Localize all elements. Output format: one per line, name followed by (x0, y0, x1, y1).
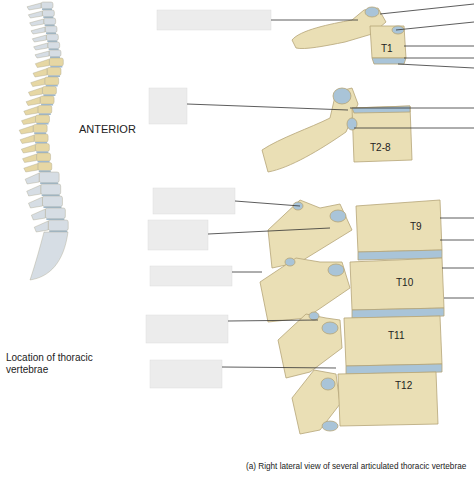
spine-process (24, 107, 38, 116)
spine-disc (43, 95, 55, 97)
spine-process (28, 11, 42, 18)
spine-vertebra (34, 134, 48, 142)
spine-process (19, 126, 33, 135)
spine-process (28, 197, 42, 208)
spine-vertebra (49, 50, 61, 57)
spine-disc (48, 76, 60, 78)
spine-vertebra (49, 58, 63, 66)
spine-vertebra (48, 42, 60, 49)
spine-vertebra (41, 184, 61, 195)
spine-vertebra (41, 2, 53, 9)
spine-disc (45, 25, 55, 27)
vertebra-t1 (292, 7, 406, 64)
spine-vertebra (42, 10, 54, 17)
orientation-label: ANTERIOR (79, 123, 136, 136)
spine-disc (46, 85, 58, 87)
spine-process (30, 19, 44, 26)
vertebra-label: T2-8 (370, 142, 391, 154)
spine-vertebra (38, 163, 52, 171)
spine-process (35, 51, 49, 58)
spine-disc (49, 49, 59, 51)
spine-process (27, 185, 41, 196)
vertebra-label: T12 (395, 380, 412, 392)
spine-vertebra (38, 106, 52, 114)
spine-disc (50, 66, 62, 68)
spine-vertebra (46, 34, 58, 41)
spine-process (21, 145, 35, 154)
spine-vertebra (44, 18, 56, 25)
leader-lines (187, 4, 474, 368)
spine-vertebra (35, 144, 49, 152)
spine-disc (41, 104, 53, 106)
spine-disc (46, 219, 64, 221)
spine-process (31, 78, 45, 87)
vertebra-label: T10 (396, 277, 413, 289)
spine-vertebra (37, 153, 51, 161)
spine-vertebra (47, 68, 61, 76)
spine-vertebra (35, 115, 49, 123)
spine-disc (42, 9, 52, 11)
spine-disc (47, 41, 57, 43)
spine-process (35, 59, 49, 68)
spine-process (31, 27, 45, 34)
spine-disc (46, 33, 56, 35)
vertebra-t2-8 (262, 88, 412, 172)
spine-process (24, 164, 38, 173)
spine-disc (36, 152, 48, 154)
spine-disc (39, 171, 51, 173)
spine-process (20, 135, 34, 144)
spine-disc (43, 207, 61, 209)
spine-disc (34, 133, 46, 135)
spine-vertebra (45, 26, 57, 33)
spine-process (26, 97, 40, 106)
spine-disc (36, 123, 48, 125)
spine-column (19, 2, 68, 280)
spine-vertebra (48, 220, 68, 231)
spine-vertebra (39, 172, 59, 183)
spine-process (25, 173, 39, 184)
spine-process (33, 69, 47, 78)
location-label: Location of thoracic vertebrae (6, 352, 101, 375)
spine-vertebra (45, 208, 65, 219)
spine-process (31, 209, 45, 220)
spine-process (34, 43, 48, 50)
figure-caption: (a) Right lateral view of several articu… (246, 462, 466, 471)
spine-disc (43, 17, 53, 19)
spine-disc (35, 142, 47, 144)
spine-vertebra (42, 87, 56, 95)
spine-vertebra (45, 77, 59, 85)
spine-disc (38, 161, 50, 163)
sacrum (30, 232, 68, 280)
spine-disc (39, 114, 51, 116)
spine-disc (49, 231, 67, 233)
spine-disc (40, 183, 58, 185)
spine-process (23, 154, 37, 163)
spine-disc (42, 195, 60, 197)
spine-vertebra (42, 196, 62, 207)
spine-process (28, 88, 42, 97)
blank-label-boxes (146, 10, 271, 388)
vertebrae-t9-t12 (260, 200, 444, 434)
spine-process (27, 3, 41, 10)
vertebra-label: T9 (410, 221, 422, 233)
spine-disc (50, 57, 60, 59)
spine-process (34, 221, 48, 232)
spine-process (32, 35, 46, 42)
vertebra-label: T11 (388, 330, 405, 342)
vertebra-label: T1 (381, 43, 393, 55)
spine-vertebra (33, 125, 47, 133)
spine-process (21, 116, 35, 125)
spine-vertebra (40, 96, 54, 104)
